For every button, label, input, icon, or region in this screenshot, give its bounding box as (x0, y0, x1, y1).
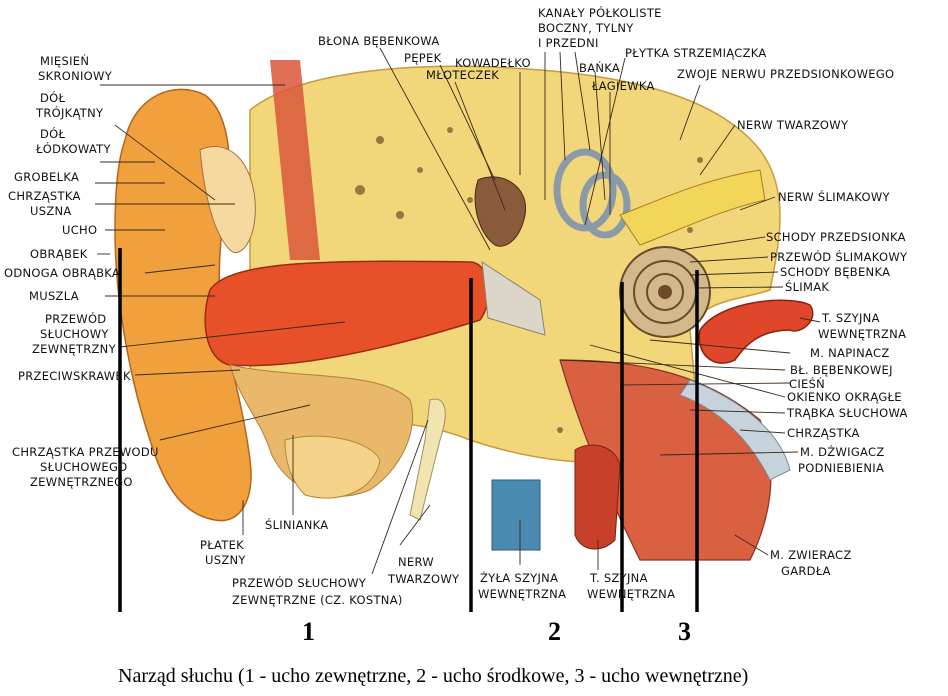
label-nerw-slimakowy: NERW ŚLIMAKOWY (778, 189, 891, 204)
external-canal (204, 260, 490, 367)
carotid-artery-bottom (574, 444, 621, 550)
label-kowadelko: KOWADEŁKO (455, 56, 531, 70)
section-number-3: 3 (678, 617, 691, 646)
label-lagiewka: ŁAGIEWKA (591, 79, 655, 93)
figure-caption: Narząd słuchu (1 - ucho zewnętrzne, 2 - … (118, 665, 748, 687)
semicircular-canals (553, 148, 631, 239)
labels-top: BŁONA BĘBENKOWA PĘPEK MŁOTECZEK KOWADEŁK… (318, 5, 894, 93)
carotid-artery-right (698, 299, 814, 364)
label-mloteczek: MŁOTECZEK (426, 68, 499, 82)
label-m-napinacz: M. NAPINACZ (810, 346, 890, 360)
parotid-gland (284, 435, 381, 499)
leader-lines (95, 47, 821, 575)
label-schody-bebenka: SCHODY BĘBENKA (780, 265, 890, 279)
label-zwoje: ZWOJE NERWU PRZEDSIONKOWEGO (677, 67, 894, 81)
label-slimak: ŚLIMAK (785, 279, 829, 294)
label-muszla: MUSZLA (29, 289, 79, 303)
label-pepek: PĘPEK (404, 51, 442, 65)
label-chrzastka: CHRZĄSTKA (787, 426, 860, 440)
section-numbers: 1 2 3 (302, 617, 691, 646)
label-slinianka: ŚLINIANKA (265, 517, 328, 532)
styloid-process (409, 398, 446, 521)
label-grobelka: GROBELKA (14, 170, 79, 184)
label-banka: BAŃKA (579, 60, 620, 75)
label-bl-bebenkowej: BŁ. BĘBENKOWEJ (790, 363, 893, 377)
section-number-2: 2 (548, 617, 561, 646)
eustachian-cartilage (679, 379, 791, 481)
labels-right: NERW TWARZOWY NERW ŚLIMAKOWY SCHODY PRZE… (737, 118, 908, 578)
label-ucho: UCHO (62, 223, 97, 237)
label-okienko: OKIENKO OKRĄGŁE (787, 390, 902, 404)
label-schody-przedsionka: SCHODY PRZEDSIONKA (766, 230, 906, 244)
label-przeciwskrawek: PRZECIWSKRAWEK (18, 369, 131, 383)
jugular-vein (491, 479, 541, 551)
ossicles (474, 176, 526, 247)
label-blona-bebenkowa: BŁONA BĘBENKOWA (318, 34, 440, 48)
auricle-cartilage (199, 146, 256, 253)
section-number-1: 1 (302, 617, 315, 646)
cochlea-shape (619, 246, 711, 338)
section-dividers (118, 248, 699, 612)
label-trabka: TRĄBKA SŁUCHOWA (786, 406, 908, 420)
label-plytka: PŁYTKA STRZEMIĄCZKA (625, 46, 767, 60)
illustration (114, 60, 814, 561)
label-ciesn: CIEŚŃ (789, 376, 825, 391)
temporal-muscle (270, 60, 320, 260)
label-nerw-twarzowy: NERW TWARZOWY (737, 118, 849, 132)
tympanic-membrane (481, 261, 546, 336)
label-przewod-slimakowy: PRZEWÓD ŚLIMAKOWY (770, 249, 908, 264)
label-obrabek: OBRĄBEK (30, 247, 88, 261)
label-odnoga-obrabka: ODNOGA OBRĄBKA (4, 266, 120, 280)
nerve-bundle (619, 169, 766, 246)
